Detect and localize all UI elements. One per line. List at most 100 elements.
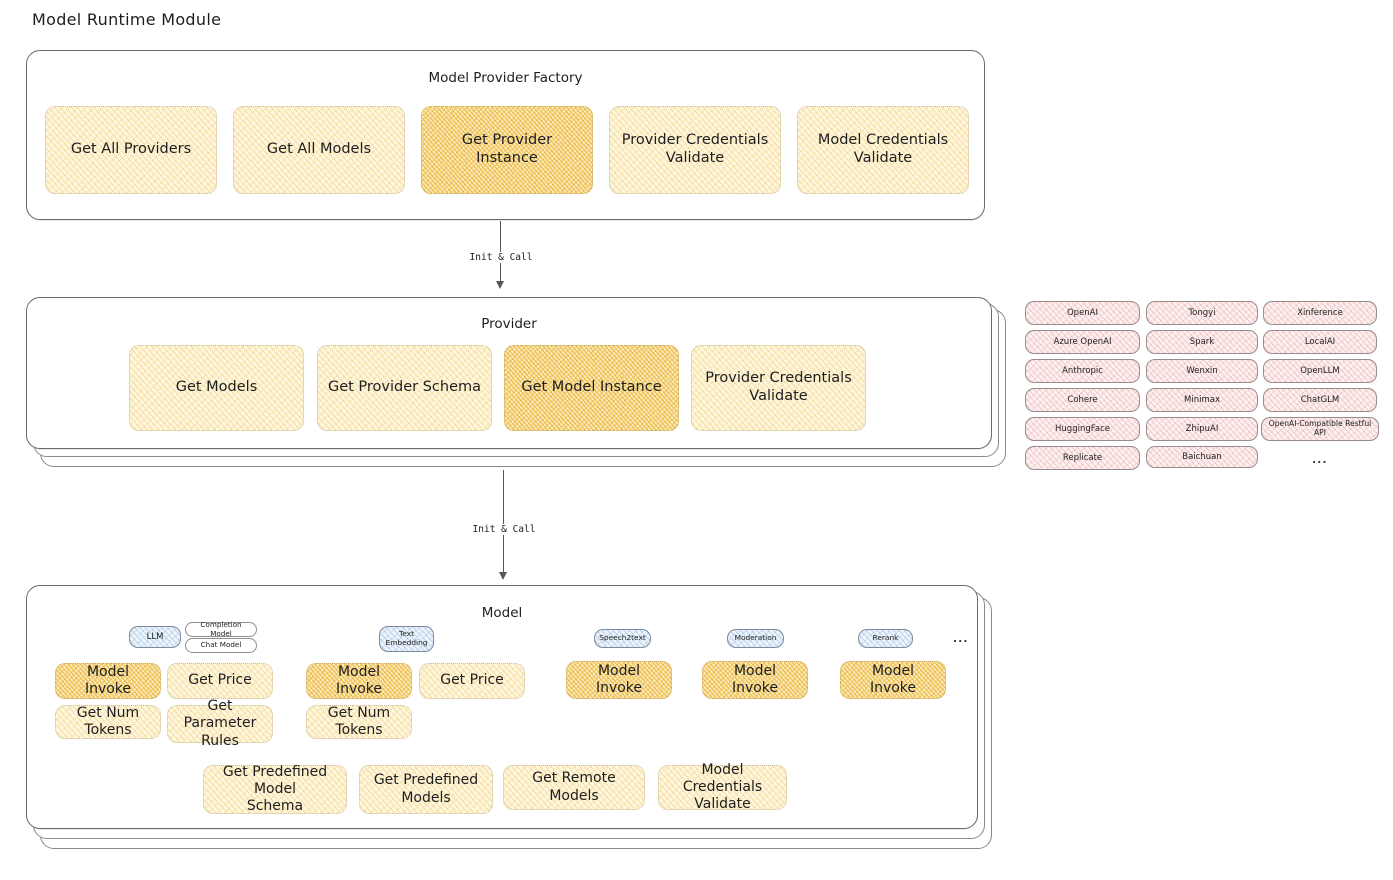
node-model-credentials-validate-3[interactable]: Model Credentials Validate [658, 761, 787, 813]
node-get-model-instance[interactable]: Get Model Instance [504, 345, 679, 431]
provider-chip-azure-openai[interactable]: Azure OpenAI [1025, 330, 1140, 354]
model-types-more-ellipsis: ... [953, 632, 969, 645]
chip-label: Completion Model [200, 620, 242, 638]
node-llm-model-invoke[interactable]: Model Invoke [55, 663, 161, 699]
node-moderation-model-invoke[interactable]: Model Invoke [702, 661, 808, 699]
chip-label: Minimax [1184, 394, 1220, 405]
node-rerank-model-invoke[interactable]: Model Invoke [840, 661, 946, 699]
provider-chip-minimax[interactable]: Minimax [1146, 388, 1258, 412]
model-subbadge-chat-model[interactable]: Chat Model [185, 638, 257, 653]
chip-label: Speech2text [599, 633, 646, 643]
chip-label: OpenAI-Compatible Restful API [1268, 419, 1372, 437]
panel-model: Model [26, 585, 978, 829]
provider-chip-anthropic[interactable]: Anthropic [1025, 359, 1140, 383]
node-text-embedding-model-invoke[interactable]: Model Invoke [306, 663, 412, 699]
arrow-provider-to-model-line [503, 470, 505, 575]
node-label: Get Price [188, 672, 252, 689]
page-title: Model Runtime Module [32, 10, 222, 29]
node-text-embedding-get-price[interactable]: Get Price [419, 663, 525, 699]
node-llm-get-price[interactable]: Get Price [167, 663, 273, 699]
provider-chip-huggingface[interactable]: HuggingFace [1025, 417, 1140, 441]
provider-chip-openllm[interactable]: OpenLLM [1263, 359, 1377, 383]
node-label: Get Provider Instance [461, 132, 553, 166]
node-label: Get Models [175, 379, 258, 396]
model-type-badge-moderation[interactable]: Moderation [727, 629, 784, 648]
node-provider-credentials-validate-2[interactable]: Provider Credentials Validate [691, 345, 866, 431]
chip-label: Anthropic [1062, 365, 1103, 376]
node-label: Model Invoke [595, 662, 643, 696]
node-label: Provider Credentials Validate [621, 132, 769, 166]
chip-label: Moderation [734, 633, 777, 643]
chip-label: Baichuan [1182, 451, 1222, 462]
node-get-models[interactable]: Get Models [129, 345, 304, 431]
provider-chip-baichuan[interactable]: Baichuan [1146, 446, 1258, 468]
chip-label: HuggingFace [1055, 423, 1110, 434]
chip-label: Spark [1189, 336, 1215, 347]
node-label: Get Num Tokens [327, 704, 391, 738]
panel-title-model-provider-factory: Model Provider Factory [428, 70, 583, 86]
node-label: Model Invoke [869, 662, 917, 696]
model-type-badge-llm[interactable]: LLM [129, 626, 181, 648]
chip-label: OpenLLM [1300, 365, 1340, 376]
arrow-provider-to-model-label: Init & Call [469, 524, 539, 535]
node-get-predefined-models[interactable]: Get Predefined Models [359, 765, 493, 814]
provider-chip-cohere[interactable]: Cohere [1025, 388, 1140, 412]
node-get-predefined-model-schema[interactable]: Get Predefined Model Schema [203, 763, 347, 815]
provider-chip-openai[interactable]: OpenAI [1025, 301, 1140, 325]
node-llm-get-num-tokens[interactable]: Get Num Tokens [55, 705, 161, 739]
node-provider-credentials-validate[interactable]: Provider Credentials Validate [609, 106, 781, 194]
provider-chip-localai[interactable]: LocalAI [1263, 330, 1377, 354]
node-llm-get-parameter-rules[interactable]: Get Parameter Rules [167, 698, 273, 749]
chip-label: ChatGLM [1300, 394, 1340, 405]
node-get-provider-schema[interactable]: Get Provider Schema [317, 345, 492, 431]
chip-label: Tongyi [1188, 307, 1216, 318]
provider-chip-tongyi[interactable]: Tongyi [1146, 301, 1258, 325]
model-type-badge-rerank[interactable]: Rerank [858, 629, 913, 648]
provider-chip-spark[interactable]: Spark [1146, 330, 1258, 354]
chip-label: Rerank [872, 633, 899, 643]
chip-label: Xinference [1297, 307, 1343, 318]
model-type-badge-speech2text[interactable]: Speech2text [594, 629, 651, 648]
chip-label: Chat Model [200, 640, 242, 650]
node-label: Get Predefined Model Schema [222, 763, 328, 815]
node-get-provider-instance[interactable]: Get Provider Instance [421, 106, 593, 194]
provider-chip-replicate[interactable]: Replicate [1025, 446, 1140, 470]
node-get-remote-models[interactable]: Get Remote Models [503, 765, 645, 810]
chip-label: Cohere [1067, 394, 1098, 405]
node-label: Get All Models [266, 141, 372, 158]
provider-chip-wenxin[interactable]: Wenxin [1146, 359, 1258, 383]
node-label: Get Price [440, 672, 504, 689]
chip-label: Azure OpenAI [1053, 336, 1112, 347]
provider-chip-openai-compatible-restful-api[interactable]: OpenAI-Compatible Restful API [1261, 417, 1379, 441]
node-label: Model Credentials Validate [682, 761, 763, 813]
node-label: Model Invoke [84, 663, 132, 697]
model-type-badge-text-embedding[interactable]: Text Embedding [379, 626, 434, 652]
node-label: Get Parameter Rules [183, 698, 257, 749]
node-get-all-models[interactable]: Get All Models [233, 106, 405, 194]
node-label: Get Model Instance [521, 379, 662, 396]
provider-chip-xinference[interactable]: Xinference [1263, 301, 1377, 325]
provider-chip-chatglm[interactable]: ChatGLM [1263, 388, 1377, 412]
node-label: Get Remote Models [532, 770, 616, 804]
node-label: Get Provider Schema [327, 379, 482, 396]
node-model-credentials-validate[interactable]: Model Credentials Validate [797, 106, 969, 194]
panel-title-model: Model [481, 605, 523, 621]
panel-title-provider: Provider [481, 316, 537, 332]
node-text-embedding-get-num-tokens[interactable]: Get Num Tokens [306, 705, 412, 739]
chip-label: LocalAI [1304, 336, 1336, 347]
model-subbadge-completion-model[interactable]: Completion Model [185, 620, 257, 638]
node-label: Model Credentials Validate [817, 132, 949, 166]
arrow-factory-to-provider-head [496, 281, 504, 289]
chip-label: LLM [146, 631, 164, 642]
node-label: Model Invoke [335, 663, 383, 697]
provider-list-more-ellipsis: ... [1312, 453, 1328, 466]
chip-label: OpenAI [1066, 307, 1099, 318]
node-label: Get Num Tokens [76, 704, 140, 738]
node-get-all-providers[interactable]: Get All Providers [45, 106, 217, 194]
node-label: Provider Credentials Validate [705, 370, 852, 404]
provider-chip-zhipuai[interactable]: ZhipuAI [1146, 417, 1258, 441]
chip-label: Wenxin [1186, 365, 1218, 376]
node-label: Get Predefined Models [373, 772, 479, 806]
node-speech2text-model-invoke[interactable]: Model Invoke [566, 661, 672, 699]
